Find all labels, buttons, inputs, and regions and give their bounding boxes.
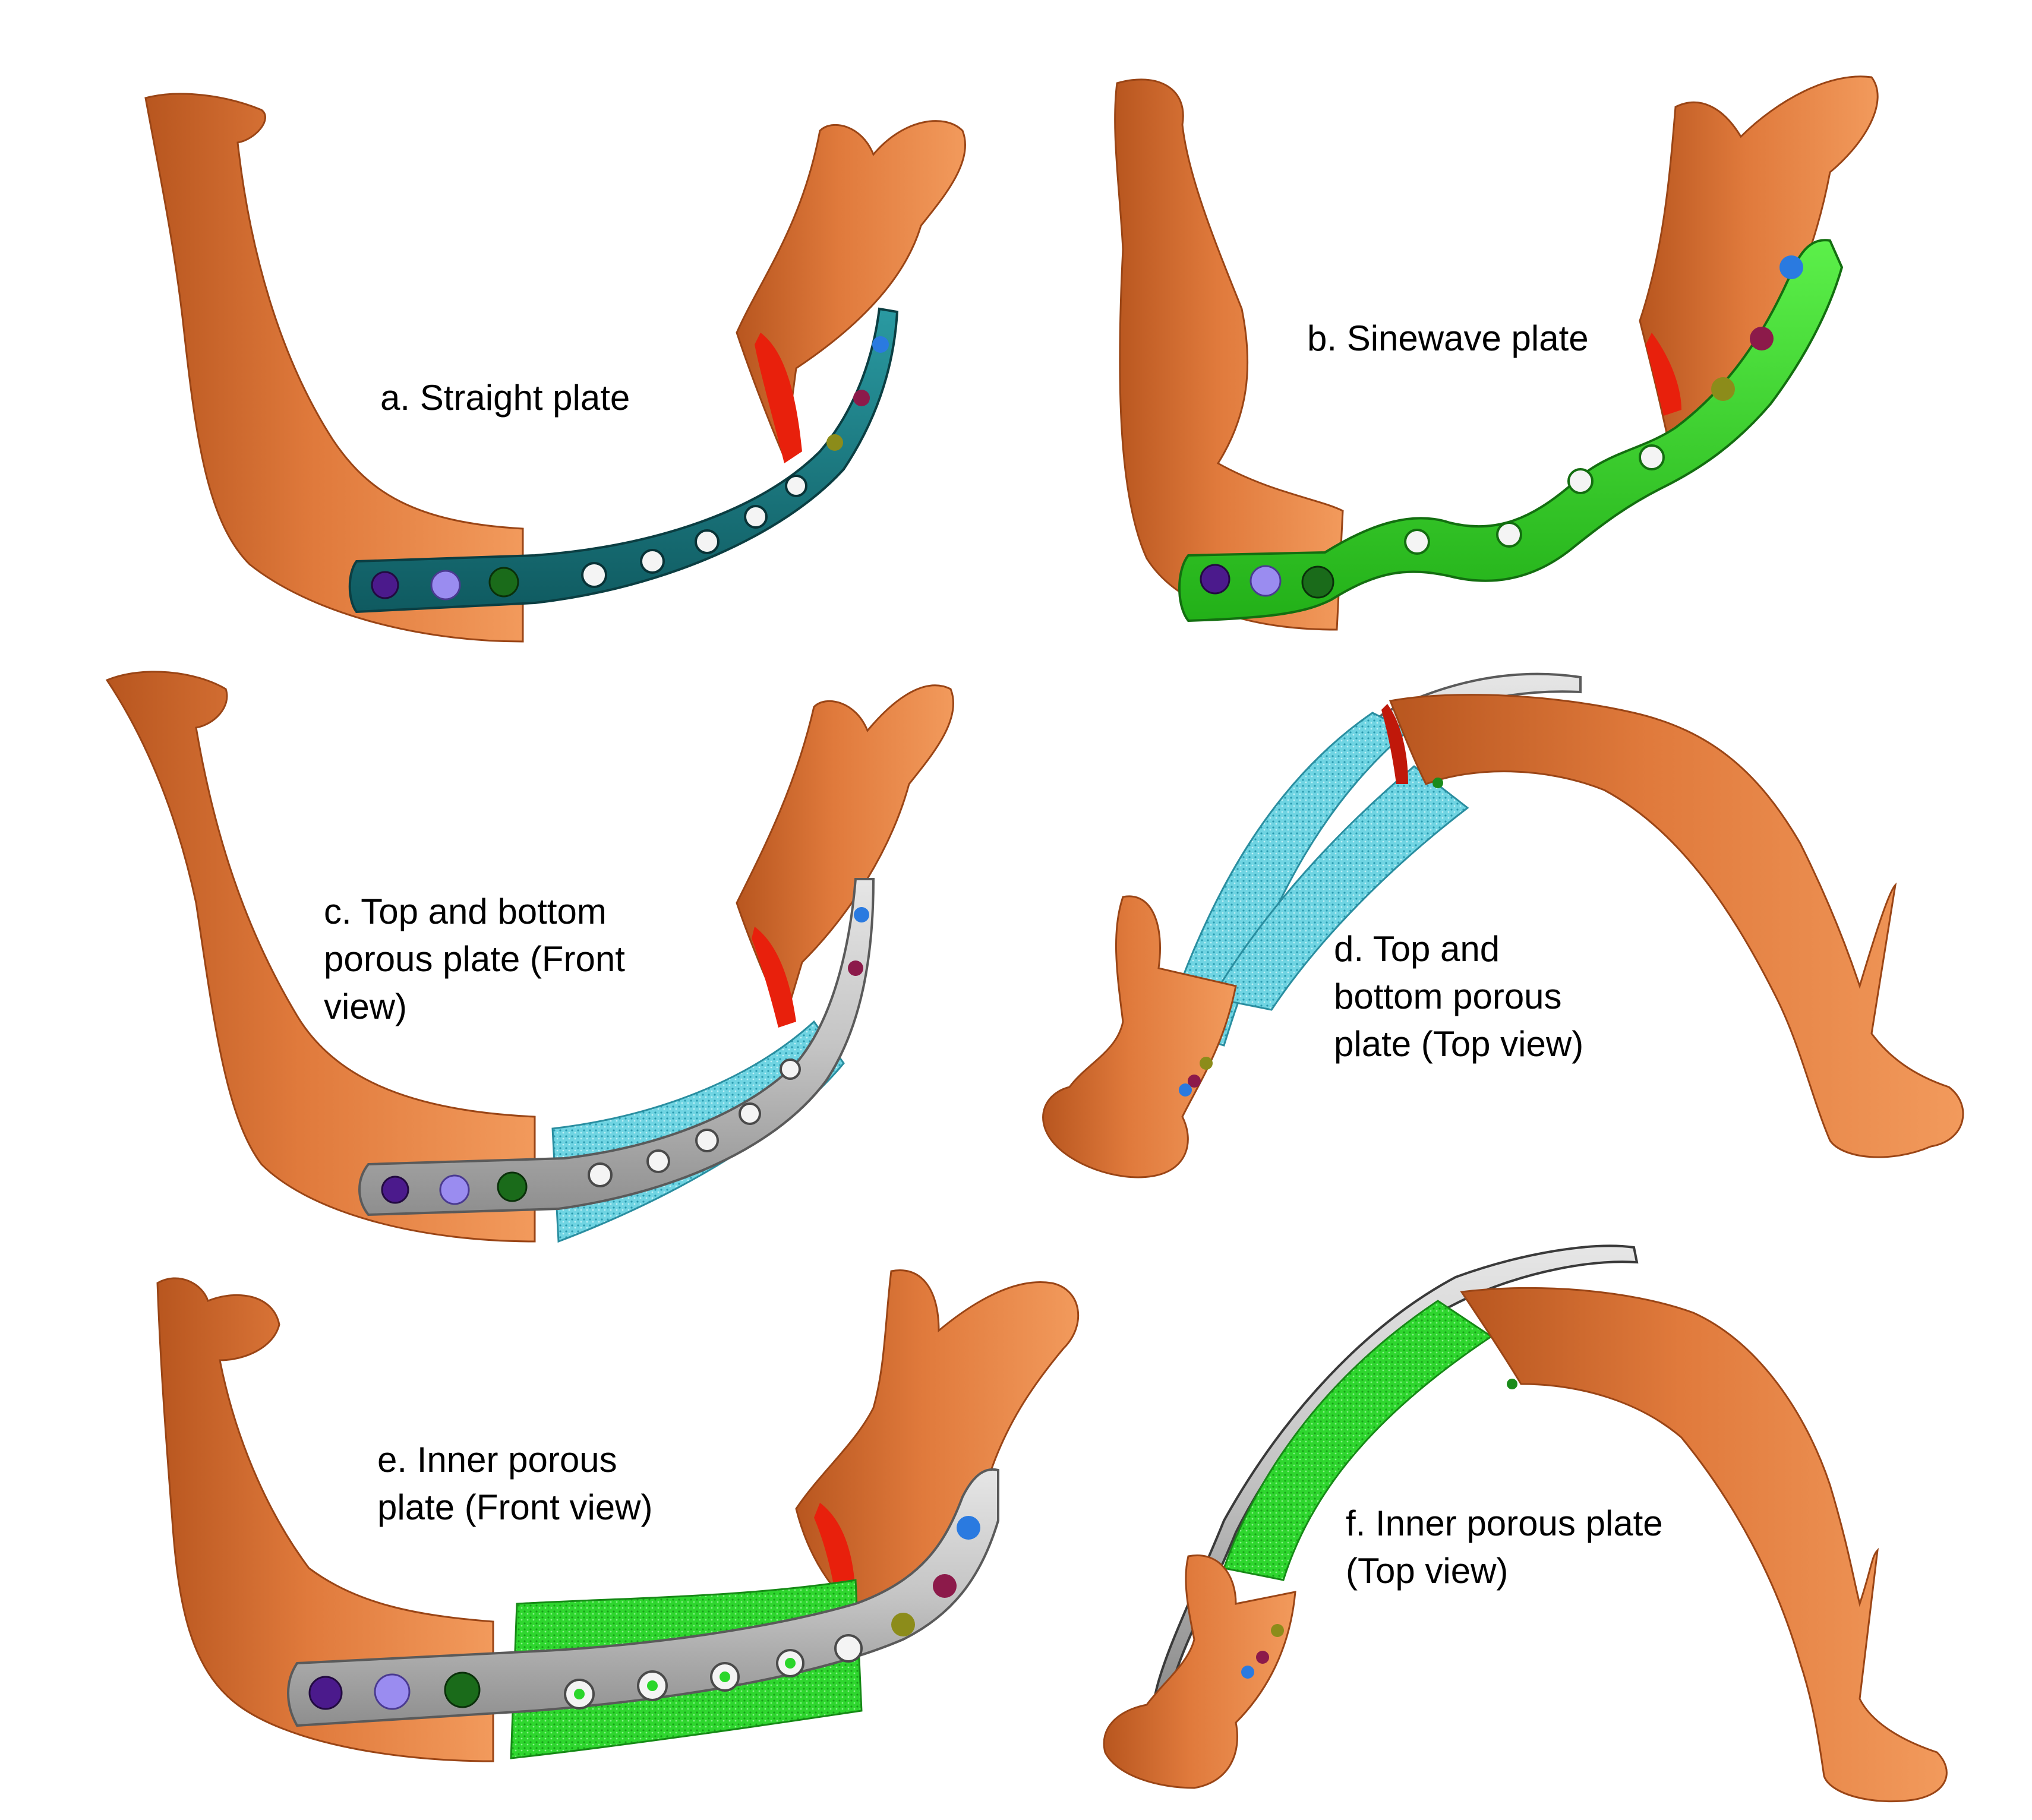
mandible-bone — [736, 120, 967, 461]
silver-plate — [287, 1468, 999, 1727]
mandible-bone — [144, 93, 524, 643]
screw-holes — [581, 475, 807, 588]
cut-surface — [1381, 704, 1408, 784]
screw-olive — [1200, 1057, 1213, 1070]
silver-plate — [358, 878, 875, 1217]
screw-maroon — [1256, 1651, 1269, 1664]
screw-blue — [1779, 255, 1803, 279]
screw-olive — [1711, 377, 1735, 401]
mandible-bone — [1389, 694, 1964, 1158]
screw-olive — [1271, 1624, 1284, 1637]
screw-lavender — [1250, 565, 1282, 597]
screw-green — [1507, 1379, 1517, 1389]
cyan-porous-block — [1210, 765, 1469, 1011]
cut-surface — [752, 927, 796, 1028]
screw-blue — [872, 336, 889, 353]
screw-lavender — [374, 1673, 411, 1710]
inner-green-pins — [574, 1658, 796, 1699]
screw-olive — [826, 434, 843, 451]
panel-f-label: f. Inner porous plate (Top view) — [1346, 1503, 1673, 1591]
panel-b-label: b. Sinewave plate — [1307, 318, 1589, 358]
cut-surface — [1646, 333, 1681, 416]
screw-maroon — [848, 960, 863, 976]
mandible-bone — [1042, 895, 1237, 1178]
mandible-bone — [105, 671, 536, 1243]
screw-maroon — [1750, 327, 1774, 350]
panel-b: b. Sinewave plate — [1114, 75, 1879, 631]
panel-d-label: d. Top and bottom porous plate (Top view… — [1334, 929, 1583, 1064]
mandible-bone — [1103, 1554, 1296, 1789]
green-porous-block — [1223, 1300, 1493, 1581]
screw-green — [444, 1672, 481, 1708]
panel-a-label: a. Straight plate — [380, 378, 630, 418]
panel-c: c. Top and bottom porous plate (Front vi… — [105, 671, 955, 1243]
screw-green — [1301, 565, 1334, 599]
screw-green — [488, 567, 519, 598]
panel-d: d. Top and bottom porous plate (Top view… — [1042, 672, 1964, 1178]
screw-holes — [588, 1058, 801, 1187]
panel-e-label: e. Inner porous plate (Front view) — [377, 1440, 652, 1527]
screw-blue — [957, 1516, 980, 1540]
screw-maroon — [933, 1574, 957, 1598]
mandible-bone — [736, 684, 955, 1025]
panel-c-label: c. Top and bottom porous plate (Front vi… — [324, 892, 635, 1026]
screw-blue — [854, 907, 869, 922]
screw-purple — [371, 571, 399, 599]
screw-purple — [1200, 564, 1230, 595]
panel-f: f. Inner porous plate (Top view) — [1103, 1244, 1948, 1803]
cyan-porous-block — [1163, 712, 1410, 1047]
panel-a: a. Straight plate — [144, 93, 967, 643]
screw-maroon — [853, 390, 870, 406]
screw-blue — [1241, 1666, 1254, 1679]
mandible-bone — [1114, 78, 1344, 631]
screw-green — [1433, 778, 1443, 788]
teal-solid-plate — [348, 307, 899, 614]
mandible-bone — [156, 1277, 494, 1762]
screw-purple — [308, 1676, 343, 1710]
screw-blue — [1179, 1083, 1192, 1097]
screw-holes — [564, 1634, 863, 1710]
cut-surface — [755, 333, 802, 463]
screw-olive — [891, 1613, 915, 1636]
screw-maroon — [1188, 1075, 1201, 1088]
screw-lavender — [430, 570, 461, 601]
screw-green — [497, 1171, 528, 1202]
mandible-bone — [1460, 1287, 1948, 1803]
panel-e: e. Inner porous plate (Front view) — [156, 1269, 1080, 1762]
screw-purple — [381, 1176, 409, 1204]
screw-holes — [1404, 444, 1665, 555]
screw-lavender — [439, 1174, 470, 1205]
